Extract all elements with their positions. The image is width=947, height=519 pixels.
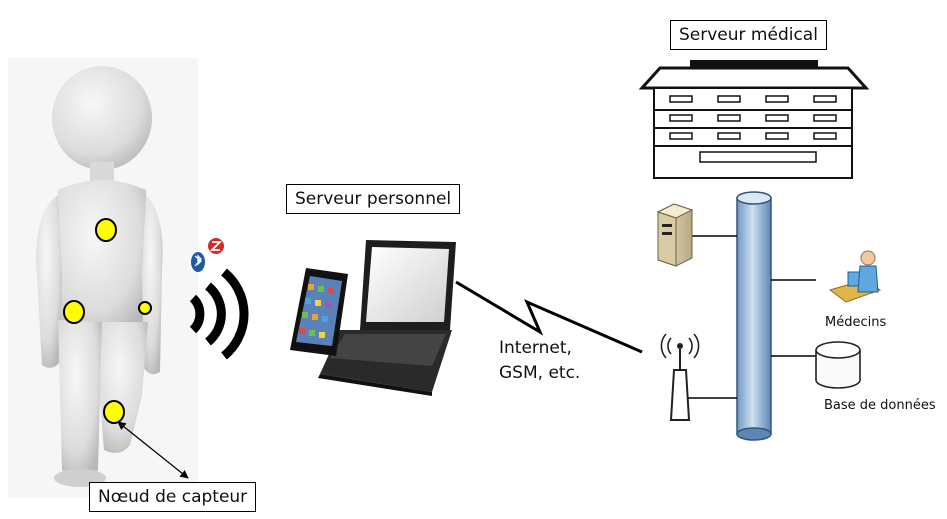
- figure-left-leg: [58, 320, 102, 478]
- network-label-line1: Internet,: [499, 338, 572, 358]
- network-bus-pipe: [736, 191, 772, 441]
- network-label-line2: GSM, etc.: [499, 363, 581, 383]
- sensor-node-label: Nœud de capteur: [89, 482, 257, 512]
- sensor-dot-chest: [95, 218, 117, 242]
- database-icon: [815, 341, 861, 389]
- doctor-at-desk-icon: [828, 250, 882, 303]
- database-label: Base de données: [824, 398, 936, 413]
- laptop-icon: [318, 240, 456, 396]
- wireless-waves-icon: [189, 268, 249, 360]
- network-link: [455, 280, 643, 354]
- sensor-nodes: [63, 218, 152, 424]
- medical-server-label: Serveur médical: [670, 20, 827, 50]
- hospital-building-icon: [638, 60, 870, 179]
- personal-server-label: Serveur personnel: [286, 184, 461, 214]
- sensor-dot-left-hip: [63, 300, 85, 324]
- figure-neck: [90, 162, 114, 182]
- sensor-label-arrow: [117, 421, 189, 479]
- bus-connectors: [688, 235, 816, 399]
- server-tower-icon: [656, 203, 694, 267]
- figure-torso: [56, 180, 150, 338]
- sensor-dot-right-wrist: [138, 301, 152, 315]
- sensor-dot-knee: [103, 400, 125, 424]
- antenna-icon: [660, 333, 700, 421]
- doctors-label: Médecins: [825, 315, 887, 330]
- figure-head: [52, 66, 152, 170]
- human-figure: [8, 58, 198, 498]
- zigbee-icon: [208, 238, 224, 254]
- smartphone-icon: [290, 268, 348, 356]
- figure-left-arm: [36, 195, 62, 368]
- bluetooth-icon: [191, 252, 205, 272]
